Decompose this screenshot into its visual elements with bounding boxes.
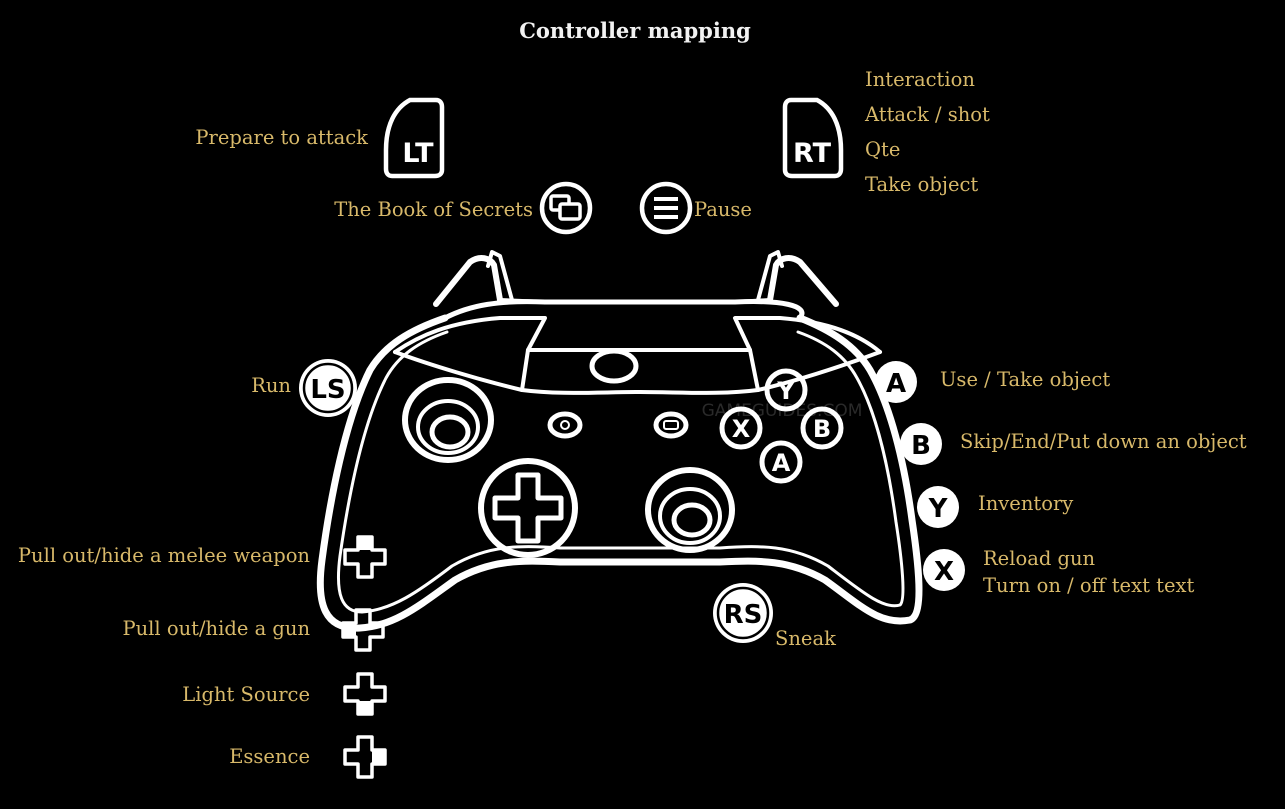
controller-a-button[interactable]: A [759, 440, 803, 484]
rt-trigger-icon: RT [782, 97, 844, 179]
dpad-right-label: Essence [229, 745, 310, 768]
x-button-icon: X [923, 549, 965, 591]
rt-label-1: Interaction [865, 68, 975, 91]
view-button-icon [539, 181, 593, 235]
svg-text:X: X [934, 557, 954, 587]
svg-text:LT: LT [402, 138, 434, 169]
svg-text:RT: RT [793, 138, 832, 169]
svg-text:A: A [886, 369, 906, 399]
svg-text:Y: Y [776, 377, 795, 405]
dpad-down-label: Light Source [182, 683, 310, 706]
controller-body [316, 250, 923, 632]
ls-stick-icon: LS [299, 359, 357, 417]
b-button-icon: B [900, 423, 942, 465]
a-label: Use / Take object [940, 368, 1111, 391]
y-button-icon: Y [917, 486, 959, 528]
controller-view-button[interactable] [547, 411, 583, 439]
ls-label: Run [251, 374, 291, 397]
lt-label: Prepare to attack [195, 126, 368, 149]
svg-text:B: B [911, 431, 931, 461]
dpad-down-icon [343, 672, 387, 716]
x-label-2: Turn on / off text text [983, 574, 1195, 597]
rt-label-2: Attack / shot [865, 103, 990, 126]
y-label: Inventory [978, 492, 1074, 515]
controller-x-button[interactable]: X [719, 406, 763, 450]
dpad-left-icon [341, 608, 385, 652]
page-title: Controller mapping [519, 18, 751, 43]
controller-b-button[interactable]: B [800, 406, 844, 450]
dpad-left-label: Pull out/hide a gun [122, 617, 311, 640]
guide-button[interactable] [589, 348, 639, 384]
dpad-up-icon [343, 535, 387, 579]
svg-text:B: B [813, 415, 831, 443]
dpad-right-icon [343, 735, 387, 779]
rt-label-4: Take object [865, 173, 979, 196]
svg-text:RS: RS [724, 600, 763, 630]
svg-text:LS: LS [310, 375, 345, 405]
a-button-icon: A [875, 361, 917, 403]
controller-menu-button[interactable] [653, 411, 689, 439]
view-label: The Book of Secrets [334, 198, 533, 221]
b-label: Skip/End/Put down an object [960, 430, 1247, 453]
svg-text:X: X [732, 415, 751, 443]
svg-text:A: A [772, 449, 791, 477]
controller-right-stick[interactable] [645, 467, 735, 553]
x-label-1: Reload gun [983, 547, 1096, 570]
rt-label-3: Qte [865, 138, 901, 161]
lt-trigger-icon: LT [383, 97, 445, 179]
controller-y-button[interactable]: Y [764, 368, 808, 412]
rs-stick-icon: RS [713, 583, 773, 643]
dpad-up-label: Pull out/hide a melee weapon [17, 544, 310, 567]
controller-dpad[interactable] [478, 458, 578, 558]
menu-label: Pause [694, 198, 752, 221]
controller-left-stick[interactable] [402, 377, 494, 463]
rs-label: Sneak [775, 627, 836, 650]
menu-button-icon [639, 181, 693, 235]
svg-text:Y: Y [928, 494, 949, 524]
